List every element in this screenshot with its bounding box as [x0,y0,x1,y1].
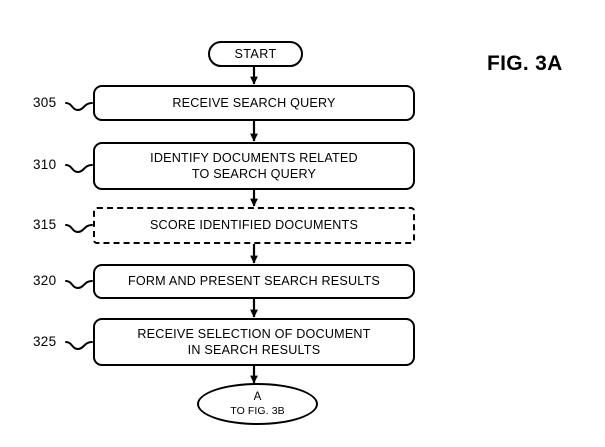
leader-line-315 [65,224,93,234]
flow-node-connector-a: A TO FIG. 3B [197,383,318,425]
flow-node-325: RECEIVE SELECTION OF DOCUMENT IN SEARCH … [93,318,415,366]
flow-node-305: RECEIVE SEARCH QUERY [93,85,415,121]
flow-node-315: SCORE IDENTIFIED DOCUMENTS [93,207,415,244]
connector-target-label: TO FIG. 3B [230,404,285,417]
flow-node-310-label: IDENTIFY DOCUMENTS RELATED TO SEARCH QUE… [150,150,358,182]
flow-node-start-label: START [234,47,277,61]
leader-line-310 [65,164,93,174]
reference-numeral-325: 325 [33,334,57,349]
figure-label: FIG. 3A [487,52,563,75]
flow-node-310: IDENTIFY DOCUMENTS RELATED TO SEARCH QUE… [93,142,415,190]
leader-line-305 [65,102,93,112]
flow-node-320-label: FORM AND PRESENT SEARCH RESULTS [127,274,381,289]
flow-node-315-label: SCORE IDENTIFIED DOCUMENTS [149,218,359,233]
flow-node-320: FORM AND PRESENT SEARCH RESULTS [93,264,415,299]
leader-line-320 [65,280,93,290]
reference-numeral-320: 320 [33,273,57,288]
reference-numeral-305: 305 [33,95,57,110]
flow-node-325-label: RECEIVE SELECTION OF DOCUMENT IN SEARCH … [137,326,371,358]
leader-line-325 [65,341,93,351]
connector-tag-label: A [253,391,262,404]
flow-node-305-label: RECEIVE SEARCH QUERY [172,95,336,110]
reference-numeral-315: 315 [33,217,57,232]
flow-node-start: START [208,41,303,67]
reference-numeral-310: 310 [33,157,57,172]
